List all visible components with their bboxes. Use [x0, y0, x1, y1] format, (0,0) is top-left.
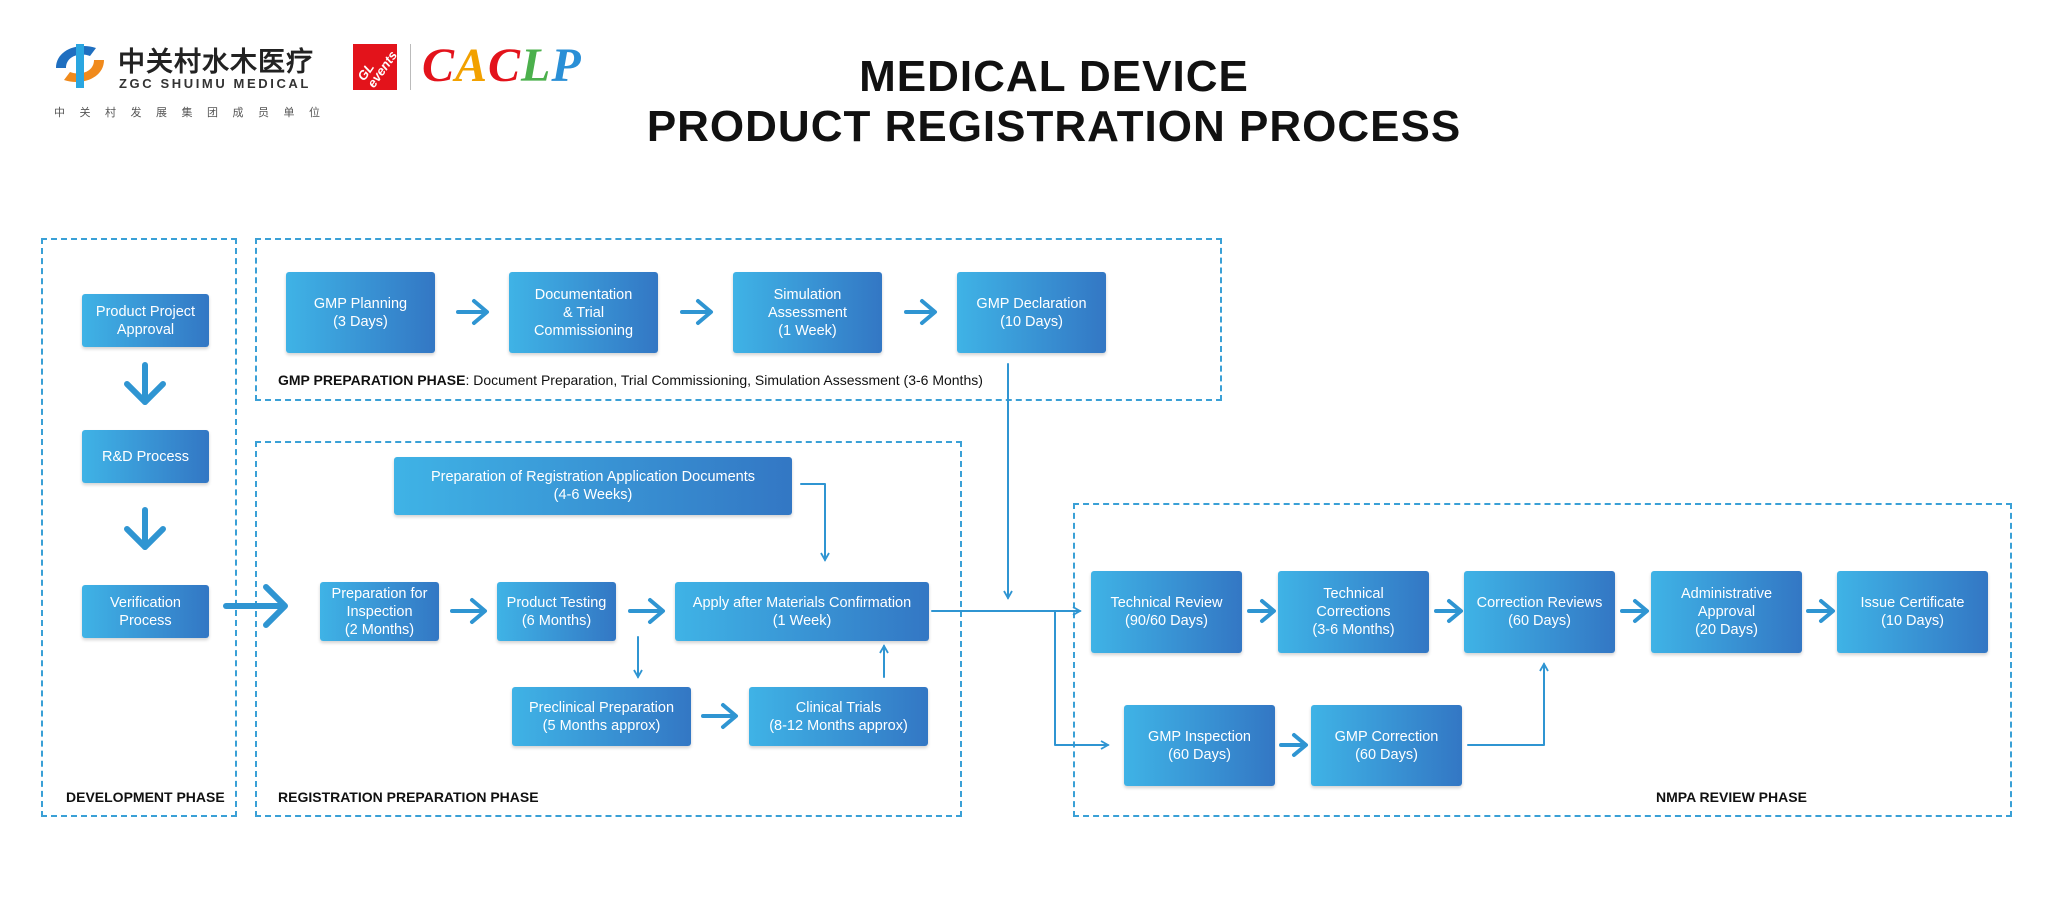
development-phase: [41, 238, 237, 817]
nmpa-phase-label: NMPA REVIEW PHASE: [1656, 789, 1807, 805]
step-correction-reviews: Correction Reviews (60 Days): [1464, 571, 1615, 653]
nmpa-chevrons: [1247, 599, 1835, 757]
gmp-phase-name: GMP PREPARATION PHASE: [278, 372, 466, 388]
zgc-logo-chinese: 中关村水木医疗: [118, 47, 314, 77]
step-administrative-approval: Administrative Approval (20 Days): [1651, 571, 1802, 653]
reg-docs-to-apply-connector: [800, 483, 830, 562]
step-rd-process: R&D Process: [82, 430, 209, 483]
caclp-letter-c1: C: [422, 39, 456, 92]
zgc-logo-icon: [56, 44, 104, 88]
step-gmp-correction: GMP Correction (60 Days): [1311, 705, 1462, 786]
gmp-preparation-phase: [255, 238, 1222, 401]
step-product-project-approval: Product Project Approval: [82, 294, 209, 347]
step-simulation-assessment: Simulation Assessment (1 Week): [733, 272, 882, 353]
registration-phase-label: REGISTRATION PREPARATION PHASE: [278, 789, 539, 805]
caclp-letter-p: P: [551, 39, 582, 92]
registration-chevrons: [450, 598, 738, 729]
gmp-phase-label: GMP PREPARATION PHASE: Document Preparat…: [278, 372, 983, 388]
development-phase-label: DEVELOPMENT PHASE: [66, 789, 225, 805]
step-verification-process: Verification Process: [82, 585, 209, 638]
step-registration-application-documents: Preparation of Registration Application …: [394, 457, 792, 515]
step-technical-review: Technical Review (90/60 Days): [1091, 571, 1242, 653]
step-gmp-declaration: GMP Declaration (10 Days): [957, 272, 1106, 353]
caclp-letter-l: L: [521, 39, 552, 92]
branch-to-gmp-inspection-connector: [1054, 610, 1110, 750]
step-documentation-trial-commissioning: Documentation & Trial Commissioning: [509, 272, 658, 353]
registration-preparation-phase: [255, 441, 962, 817]
step-preclinical-preparation: Preclinical Preparation (5 Months approx…: [512, 687, 691, 746]
step-clinical-trials: Clinical Trials (8-12 Months approx): [749, 687, 928, 746]
zgc-logo-subtitle: 中关村发展集团成员单位: [54, 107, 335, 119]
gmp-correction-to-correction-reviews-connector: [1467, 662, 1549, 746]
page-title-line2: PRODUCT REGISTRATION PROCESS: [646, 102, 1462, 151]
step-technical-corrections: Technical Corrections (3-6 Months): [1278, 571, 1429, 653]
nmpa-review-phase: [1073, 503, 2012, 817]
dev-to-registration-arrow: [223, 584, 288, 628]
dev-down-arrow-1: [124, 362, 166, 405]
zgc-logo-english: ZGC SHUIMU MEDICAL: [119, 76, 311, 91]
gmp-phase-description: : Document Preparation, Trial Commission…: [465, 372, 983, 388]
step-product-testing: Product Testing (6 Months): [497, 582, 616, 641]
gl-events-logo: GL events: [353, 44, 400, 90]
step-gmp-planning: GMP Planning (3 Days): [286, 272, 435, 353]
caclp-letter-c2: C: [488, 39, 522, 92]
dev-down-arrow-2: [124, 507, 166, 550]
step-apply-after-materials-confirmation: Apply after Materials Confirmation (1 We…: [675, 582, 929, 641]
caclp-letter-a: A: [455, 39, 489, 92]
step-issue-certificate: Issue Certificate (10 Days): [1837, 571, 1988, 653]
gmp-chevrons: [456, 299, 937, 325]
step-preparation-for-inspection: Preparation for Inspection (2 Months): [320, 582, 439, 641]
caclp-logo: CACLP: [422, 40, 582, 92]
step-gmp-inspection: GMP Inspection (60 Days): [1124, 705, 1275, 786]
logo-divider: [410, 44, 411, 90]
page-title-line1: MEDICAL DEVICE: [859, 52, 1249, 101]
